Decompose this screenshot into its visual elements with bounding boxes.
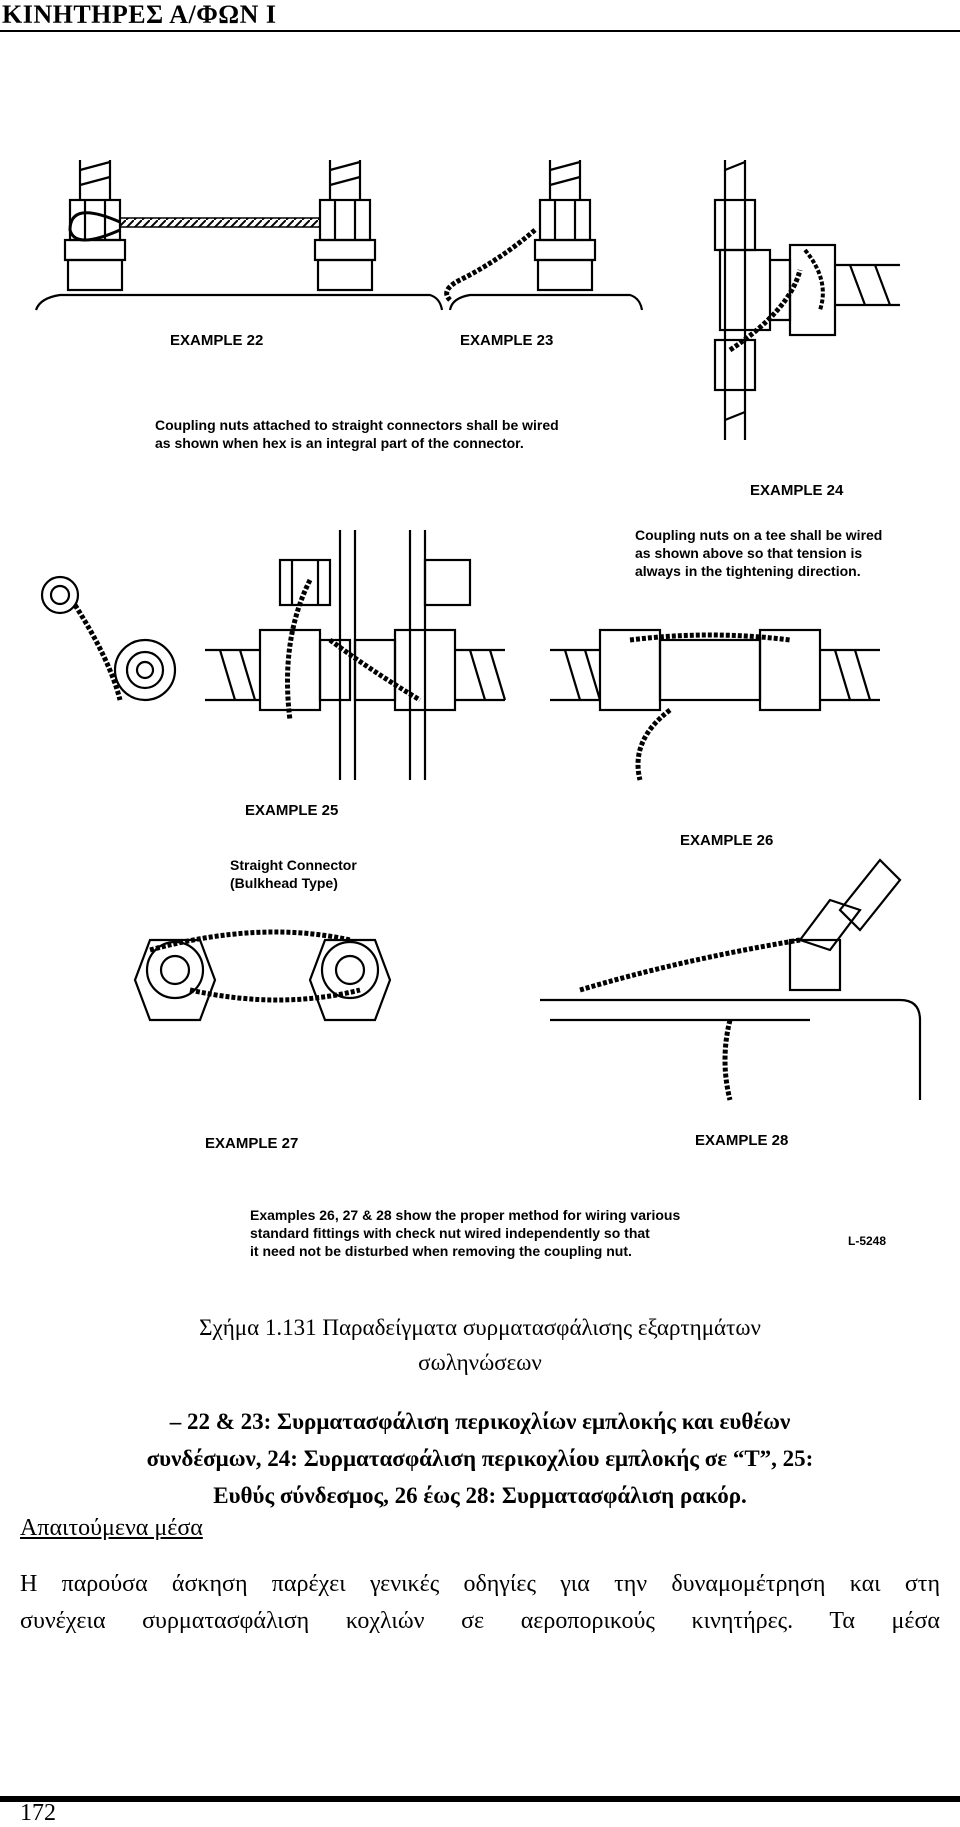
figure-caption-details: – 22 & 23: Συρματασφάλιση περικοχλίων εμ…: [20, 1403, 940, 1514]
label-example-23: EXAMPLE 23: [460, 332, 553, 349]
figure-ref-code: L-5248: [848, 1234, 886, 1248]
body-line2: συνέχεια συρματασφάλιση κοχλιών σε αεροπ…: [20, 1608, 940, 1634]
section-heading: Απαιτούμενα μέσα: [20, 1515, 203, 1541]
label-example-25: EXAMPLE 25: [245, 802, 338, 819]
note-24-line2: as shown above so that tension is: [635, 545, 862, 561]
caption-detail-line2: συνδέσμων, 24: Συρματασφάλιση περικοχλίο…: [146, 1446, 814, 1471]
note-26-28-line1: Examples 26, 27 & 28 show the proper met…: [250, 1207, 680, 1223]
footer-rule: [0, 1796, 960, 1802]
label-example-27: EXAMPLE 27: [205, 1135, 298, 1152]
body-line1: Η παρούσα άσκηση παρέχει γενικές οδηγίες…: [20, 1571, 940, 1597]
note-26-28-line3: it need not be disturbed when removing t…: [250, 1243, 632, 1259]
note-24-line1: Coupling nuts on a tee shall be wired: [635, 527, 882, 543]
figure-drawing: EXAMPLE 22 EXAMPLE 23 EXAMPLE 24 Couplin…: [34, 160, 922, 1259]
note-22-23-line1: Coupling nuts attached to straight conne…: [155, 417, 559, 433]
label-example-28: EXAMPLE 28: [695, 1132, 788, 1149]
caption-detail-line3: Ευθύς σύνδεσμος, 26 έως 28: Συρματασφάλι…: [213, 1483, 747, 1508]
safety-wire-figure: EXAMPLE 22 EXAMPLE 23 EXAMPLE 24 Couplin…: [30, 140, 930, 1300]
note-25-line2: (Bulkhead Type): [230, 875, 338, 891]
page-header: ΚΙΝΗΤΗΡΕΣ Α/ΦΩΝ Ι: [0, 0, 960, 32]
label-example-26: EXAMPLE 26: [680, 832, 773, 849]
body-paragraph: Η παρούσα άσκηση παρέχει γενικές οδηγίες…: [20, 1566, 940, 1640]
note-26-28-line2: standard fittings with check nut wired i…: [250, 1225, 650, 1241]
page-number: 172: [20, 1800, 56, 1826]
caption-detail-line1: – 22 & 23: Συρματασφάλιση περικοχλίων εμ…: [169, 1409, 791, 1434]
label-example-24: EXAMPLE 24: [750, 482, 844, 499]
note-24-line3: always in the tightening direction.: [635, 563, 861, 579]
figure-caption-line1: Σχήμα 1.131 Παραδείγματα συρματασφάλισης…: [199, 1315, 761, 1340]
figure-caption-line2: σωληνώσεων: [418, 1350, 542, 1375]
note-22-23-line2: as shown when hex is an integral part of…: [155, 435, 524, 451]
note-25-line1: Straight Connector: [230, 857, 357, 873]
label-example-22: EXAMPLE 22: [170, 332, 263, 349]
header-title: ΚΙΝΗΤΗΡΕΣ Α/ΦΩΝ Ι: [2, 0, 277, 29]
